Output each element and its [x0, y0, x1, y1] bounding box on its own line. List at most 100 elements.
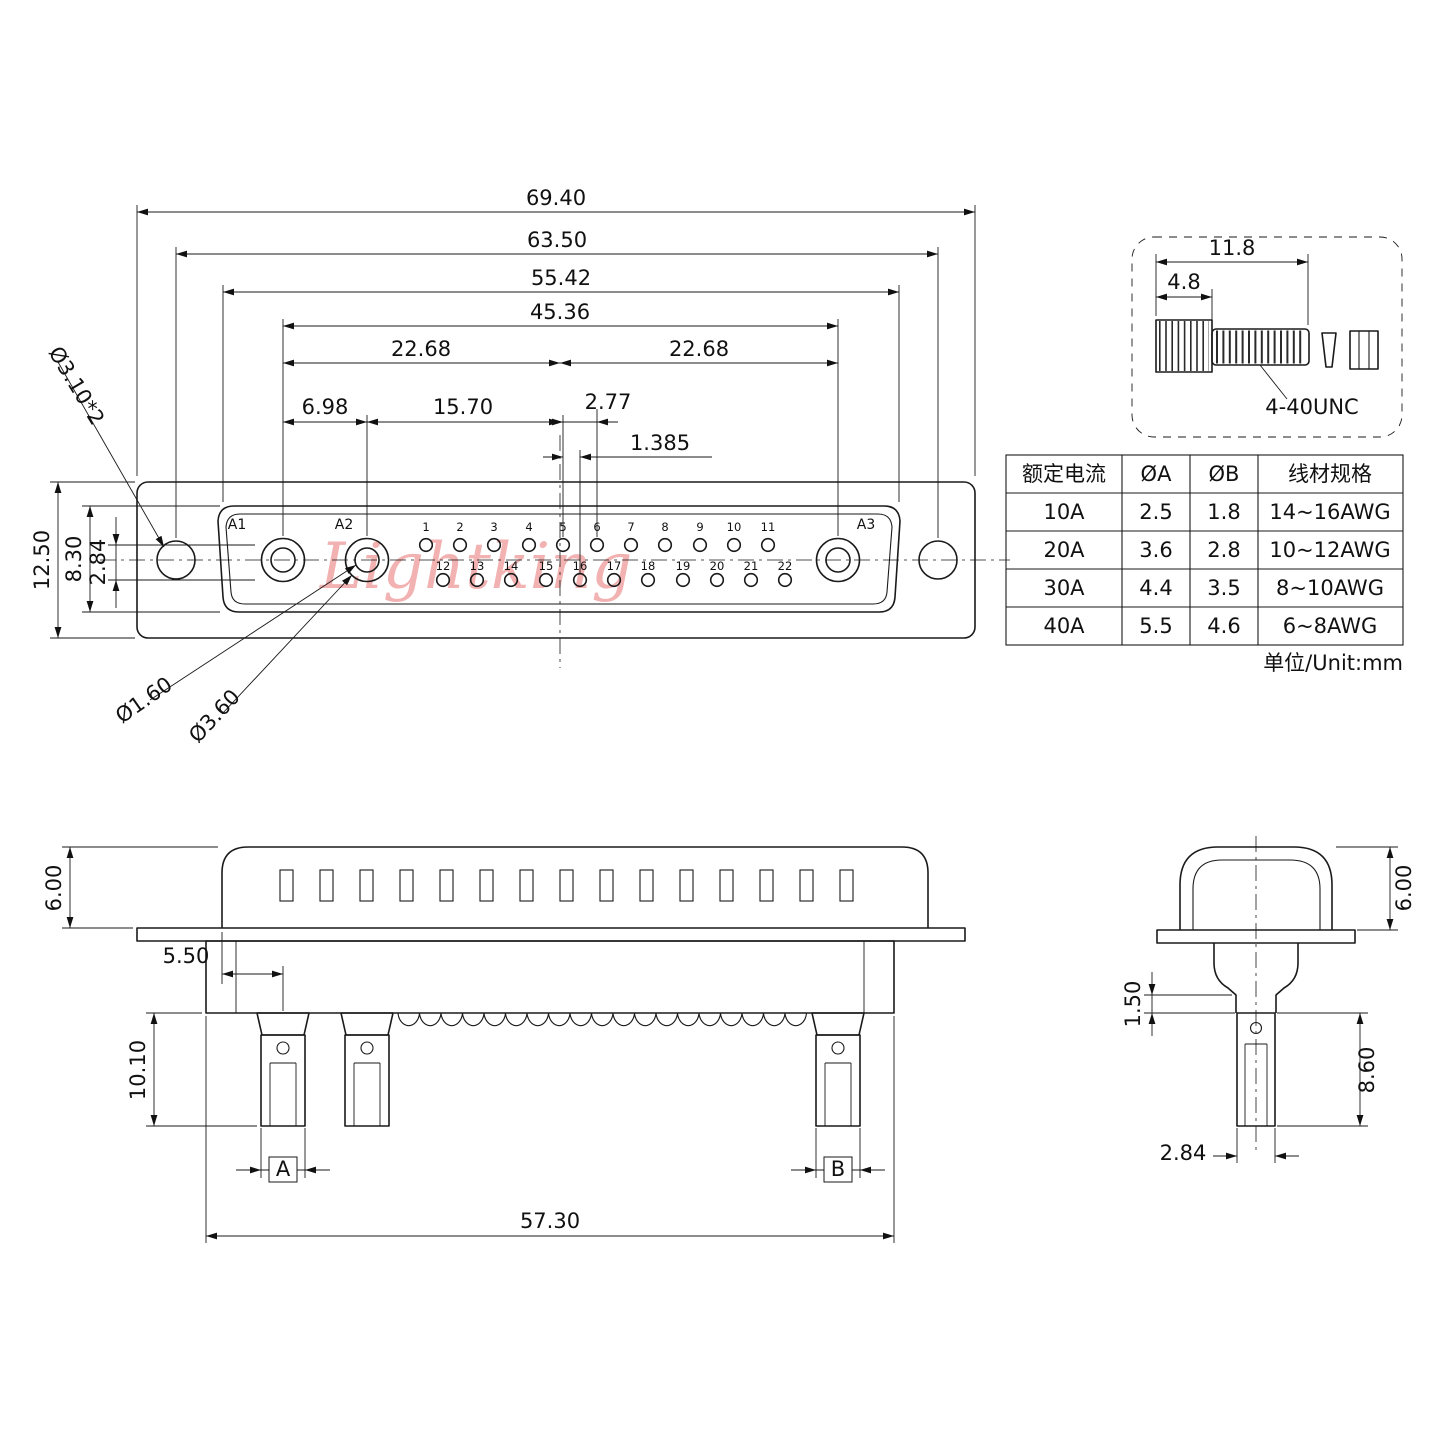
dim-row-offset: 1.385 [543, 431, 712, 573]
pin-number: 22 [778, 559, 793, 573]
nut-side [1349, 330, 1379, 370]
cell: 3.5 [1207, 576, 1240, 600]
dim-screw-head: 4.8 [1156, 270, 1213, 324]
dim-half-spans: 22.68 22.68 [283, 337, 838, 367]
dim-first-contact-offset: 5.50 [163, 932, 284, 1011]
callout-mount-hole: Ø3.10*2 [44, 342, 165, 548]
table-border [1005, 454, 1404, 646]
dim-body-width: 57.30 [205, 1016, 895, 1243]
dim-text: 63.50 [527, 228, 587, 252]
pin-number: 19 [676, 559, 691, 573]
dim-tail-diameter: 2.84 [1160, 1128, 1299, 1165]
mounting-flange [136, 927, 966, 942]
contact-inner [825, 547, 851, 573]
contact-inner [354, 547, 380, 573]
taper-pin [1321, 332, 1337, 368]
pin-number: 2 [456, 520, 463, 534]
cell: 2.8 [1207, 538, 1240, 562]
dim-text: 2.84 [1160, 1141, 1207, 1165]
dim-text: 6.98 [302, 395, 349, 419]
contact-outer [344, 537, 390, 583]
cell: 20A [1043, 538, 1085, 562]
dim-step: 1.50 [1121, 972, 1235, 1036]
pin-number: 20 [710, 559, 725, 573]
cell: 14~16AWG [1269, 500, 1390, 524]
signal-pins-bottom: 12 13 14 15 16 17 18 19 20 21 22 [435, 559, 793, 588]
dim-text: 1.50 [1121, 981, 1145, 1028]
shell-end-outer [1179, 846, 1333, 930]
solder-cups [397, 1012, 808, 1027]
contact-outer [260, 537, 306, 583]
tail-barrel [1236, 1012, 1276, 1127]
shell-slots [279, 869, 854, 902]
flange-end [1156, 929, 1356, 944]
pin-number: 18 [641, 559, 656, 573]
pin-circle [418, 537, 434, 553]
connector-flange [136, 481, 976, 639]
col-header: 线材规格 [1288, 462, 1372, 486]
dim-a2-center: 15.70 [367, 395, 560, 426]
dim-text: 45.36 [530, 300, 590, 324]
dim-tail-length: 8.60 [1277, 1012, 1379, 1127]
dim-contact-length: 10.10 [126, 1012, 257, 1127]
dim-text: 6.00 [42, 865, 66, 912]
cell: 30A [1043, 576, 1085, 600]
pin-circle [692, 537, 708, 553]
dim-text: 22.68 [391, 337, 451, 361]
diameter-ref-a: A [276, 1157, 291, 1181]
cell: 2.5 [1139, 500, 1172, 524]
spec-table: 额定电流 ØA ØB 线材规格 10A 2.5 1.8 14~16AWG 20A… [1005, 454, 1404, 675]
contact-outer [815, 537, 861, 583]
pin-number: 13 [470, 559, 485, 573]
cell: 10~12AWG [1269, 538, 1390, 562]
pin-circle [469, 572, 485, 588]
insulator-body [205, 940, 895, 1014]
shell-profile [221, 846, 929, 928]
pin-circle [589, 537, 605, 553]
pin-number: 21 [744, 559, 759, 573]
dim-text: 57.30 [520, 1209, 580, 1233]
pin-circle [709, 572, 725, 588]
dim-text: 6.00 [1392, 865, 1416, 912]
pin-circle [675, 572, 691, 588]
dim-text: 2.84 [86, 539, 110, 586]
power-tail-a1 [256, 1012, 310, 1127]
pin-circle [503, 572, 519, 588]
dim-a1-a2: 6.98 [283, 395, 368, 536]
mount-hole-left [156, 540, 196, 580]
pin-number: 12 [436, 559, 451, 573]
unit-label: 单位/Unit:mm [1263, 651, 1403, 675]
cell: 6~8AWG [1283, 614, 1378, 638]
contact-inner [270, 547, 296, 573]
diameter-ref-b: B [831, 1157, 845, 1181]
pin-number: 7 [627, 520, 634, 534]
dim-text: 11.8 [1209, 236, 1256, 260]
pin-circle [572, 572, 588, 588]
callout-text: Ø1.60 [111, 672, 177, 728]
callout-text: Ø3.10*2 [44, 342, 109, 429]
pin-circle [657, 537, 673, 553]
cell: 4.6 [1207, 614, 1240, 638]
dim-label-b: B [791, 1128, 885, 1183]
dim-shell-height-side: 6.00 [42, 846, 218, 929]
callout-text: Ø3.60 [184, 685, 245, 748]
pin-number: 9 [696, 520, 703, 534]
label-a3: A3 [857, 517, 875, 533]
d-opening-outer [217, 505, 901, 613]
dim-text: 5.50 [163, 944, 210, 968]
pin-number: 11 [761, 520, 776, 534]
dim-opening-height: 8.30 [62, 505, 220, 613]
pin-number: 15 [539, 559, 554, 573]
dim-text: 55.42 [531, 266, 591, 290]
cell: 1.8 [1207, 500, 1240, 524]
dim-text: 12.50 [30, 530, 54, 590]
dim-total-width: 69.40 [136, 186, 976, 476]
side-view: 6.00 5.50 10.10 A [42, 846, 966, 1243]
table-row: 20A 3.6 2.8 10~12AWG [1043, 538, 1390, 562]
power-contact-a1 [260, 537, 306, 583]
power-contact-a2 [344, 537, 390, 583]
col-header: ØB [1209, 462, 1240, 486]
pin-circle [435, 572, 451, 588]
